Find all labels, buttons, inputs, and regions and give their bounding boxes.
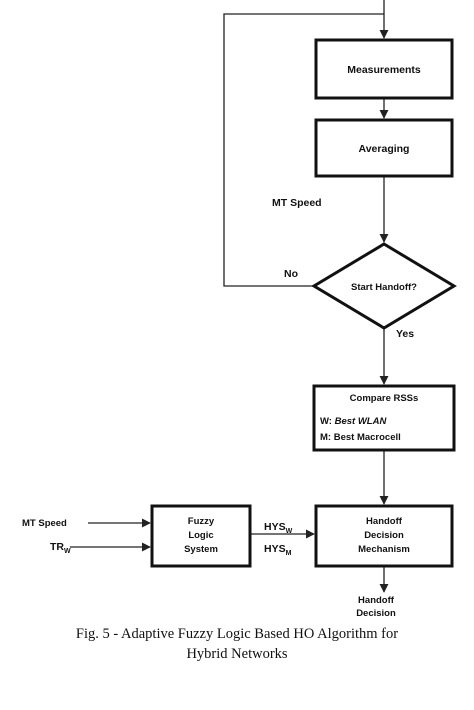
hys-m-sub: M: [286, 550, 292, 557]
hys-w-main: HYS: [264, 521, 286, 533]
compare-rss-m-line: M: Best Macrocell: [320, 432, 401, 443]
averaging-box: [314, 118, 454, 178]
hys-w-sub: W: [286, 528, 293, 535]
output-label-1: Handoff: [358, 595, 395, 606]
yes-label: Yes: [396, 328, 414, 340]
measurements-box: [314, 38, 454, 100]
compare-rss-w-italic: Best WLAN: [335, 416, 388, 427]
figure-caption-line-2: Hybrid Networks: [186, 646, 287, 662]
measurements-label: Measurements: [347, 64, 421, 76]
no-label: No: [284, 268, 298, 280]
hys-m-main: HYS: [264, 543, 286, 555]
hdm-label-1: Handoff: [366, 516, 403, 527]
handoff-mechanism-box: [314, 504, 454, 568]
tr-input-label: TRW: [50, 541, 71, 555]
hys-m-label: HYSM: [264, 543, 292, 557]
output-label-2: Decision: [356, 608, 396, 619]
tr-main: TR: [50, 541, 64, 553]
mt-speed-label-upper: MT Speed: [272, 197, 322, 209]
fuzzy-logic-box: [150, 504, 252, 568]
fuzzy-label-1: Fuzzy: [188, 516, 215, 527]
compare-rss-w-line: W: Best WLAN: [320, 416, 387, 427]
mt-speed-input-label: MT Speed: [22, 518, 67, 529]
fuzzy-label-3: System: [184, 544, 218, 555]
hdm-label-3: Mechanism: [358, 544, 410, 555]
figure-caption-line-1: Fig. 5 - Adaptive Fuzzy Logic Based HO A…: [76, 626, 398, 642]
averaging-label: Averaging: [359, 143, 410, 155]
start-handoff-label: Start Handoff?: [351, 282, 417, 293]
fuzzy-label-2: Logic: [188, 530, 213, 541]
compare-rss-box: [312, 384, 456, 452]
start-handoff-diamond: [311, 242, 457, 330]
compare-rss-w-prefix: W:: [320, 416, 335, 427]
compare-rss-title: Compare RSSs: [350, 393, 419, 404]
hys-w-label: HYSW: [264, 521, 293, 535]
hdm-label-2: Decision: [364, 530, 404, 541]
loop-line-no: [223, 13, 384, 287]
tr-sub: W: [64, 548, 71, 555]
